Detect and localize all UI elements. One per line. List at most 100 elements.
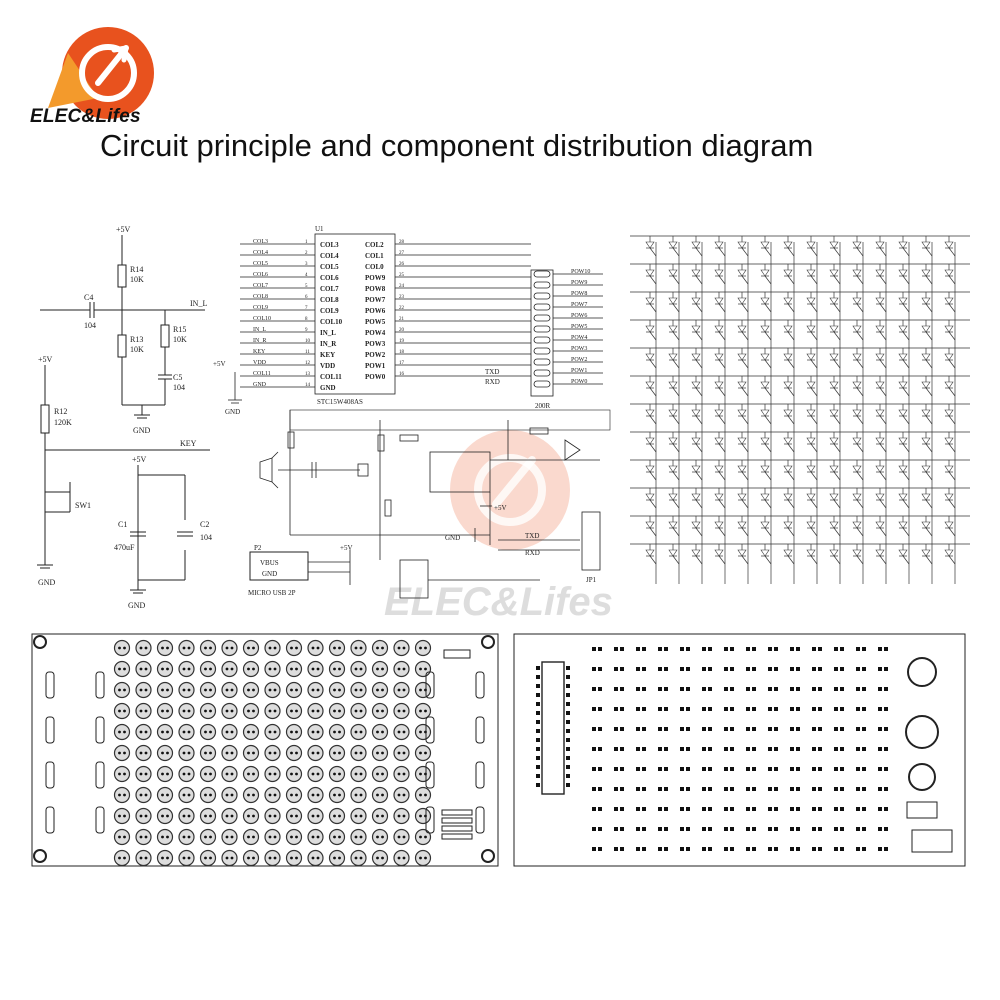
led-footprint	[135, 639, 152, 657]
led-pad	[724, 827, 728, 831]
led-pad	[290, 730, 293, 734]
led-pad	[354, 709, 358, 713]
led-pad	[338, 772, 341, 776]
brand-name: ELEC&Lifes	[30, 106, 141, 127]
label: GND	[38, 578, 56, 587]
led-footprint	[393, 744, 410, 762]
net-label: COL5	[253, 261, 268, 267]
pin-number: 2	[305, 251, 308, 256]
led-pad	[402, 814, 406, 818]
led-footprint	[242, 849, 260, 867]
pin-number: 24	[399, 284, 405, 289]
led-pad	[686, 787, 690, 791]
led-pad	[182, 856, 186, 860]
led-pad	[161, 772, 164, 776]
led-pad	[840, 747, 844, 751]
led-pad	[338, 814, 341, 818]
led-pad	[316, 709, 320, 713]
usb-gnd: GND	[262, 570, 277, 578]
led-pad	[166, 751, 169, 755]
led-pad	[182, 835, 186, 839]
mcu-pin-label: COL2	[365, 241, 384, 249]
led-pad	[884, 827, 888, 831]
label: SW1	[75, 501, 91, 510]
led-pad	[856, 767, 860, 771]
led-pad	[768, 807, 772, 811]
led-pad	[658, 727, 662, 731]
led-symbol	[737, 437, 747, 445]
led-pad	[878, 767, 882, 771]
pin-number: 22	[399, 306, 405, 311]
led-pad	[834, 727, 838, 731]
led-symbol	[852, 437, 862, 445]
led-symbol	[875, 353, 885, 361]
led-pad	[295, 751, 298, 755]
led-pad	[774, 707, 778, 711]
led-footprint	[221, 828, 238, 846]
led-pad	[840, 807, 844, 811]
led-pad	[686, 847, 690, 851]
led-symbol	[691, 493, 701, 501]
led-pad	[818, 707, 822, 711]
led-symbol	[783, 269, 793, 277]
pin-number: 27	[399, 251, 405, 256]
net-label: COL11	[253, 371, 271, 377]
led-footprint	[113, 639, 131, 657]
led-pad	[796, 787, 800, 791]
led-footprint	[328, 744, 346, 762]
led-pad	[768, 727, 772, 731]
led-symbol	[921, 297, 931, 305]
led-pad	[144, 688, 148, 692]
mcu-pin-label: COL8	[320, 296, 339, 304]
led-pad	[397, 835, 401, 839]
led-pad	[359, 835, 363, 839]
led-pad	[187, 772, 191, 776]
led-symbol	[737, 269, 747, 277]
mcu-footprint	[541, 661, 565, 795]
mounting-hole	[481, 849, 495, 863]
led-matrix-schematic	[630, 235, 970, 584]
led-pad	[840, 687, 844, 691]
led-pad	[724, 647, 728, 651]
led-pad	[333, 835, 336, 839]
mcu-pad	[536, 765, 540, 769]
led-pad	[316, 751, 320, 755]
led-footprint	[285, 828, 303, 846]
led-pad	[376, 667, 379, 671]
led-pad	[834, 747, 838, 751]
led-footprint	[393, 723, 410, 741]
led-footprint	[242, 660, 260, 678]
led-pad	[424, 709, 427, 713]
led-footprint	[242, 681, 260, 699]
led-symbol	[645, 437, 655, 445]
led-footprint	[264, 723, 281, 741]
led-pad	[273, 856, 277, 860]
led-footprint	[264, 849, 281, 867]
led-pad	[746, 747, 750, 751]
led-pad	[598, 767, 602, 771]
mcu-pad	[566, 693, 570, 697]
led-footprint	[393, 849, 410, 867]
led-footprint	[221, 744, 238, 762]
led-pad	[252, 793, 255, 797]
led-footprint	[307, 681, 324, 699]
led-pad	[664, 687, 668, 691]
net-label: COL9	[253, 305, 268, 311]
led-pad	[397, 751, 401, 755]
led-pad	[424, 667, 427, 671]
led-symbol	[875, 493, 885, 501]
led-symbol	[875, 325, 885, 333]
led-footprint	[350, 660, 367, 678]
net-label: COL4	[253, 250, 268, 256]
led-footprint	[113, 807, 131, 825]
led-symbol	[898, 521, 908, 529]
led-pad	[118, 667, 121, 671]
led-pad	[856, 667, 860, 671]
led-pad	[268, 856, 272, 860]
led-pad	[818, 807, 822, 811]
led-pad	[118, 688, 121, 692]
led-symbol	[783, 381, 793, 389]
led-pad	[290, 793, 293, 797]
led-pad	[268, 646, 272, 650]
led-symbol	[783, 493, 793, 501]
